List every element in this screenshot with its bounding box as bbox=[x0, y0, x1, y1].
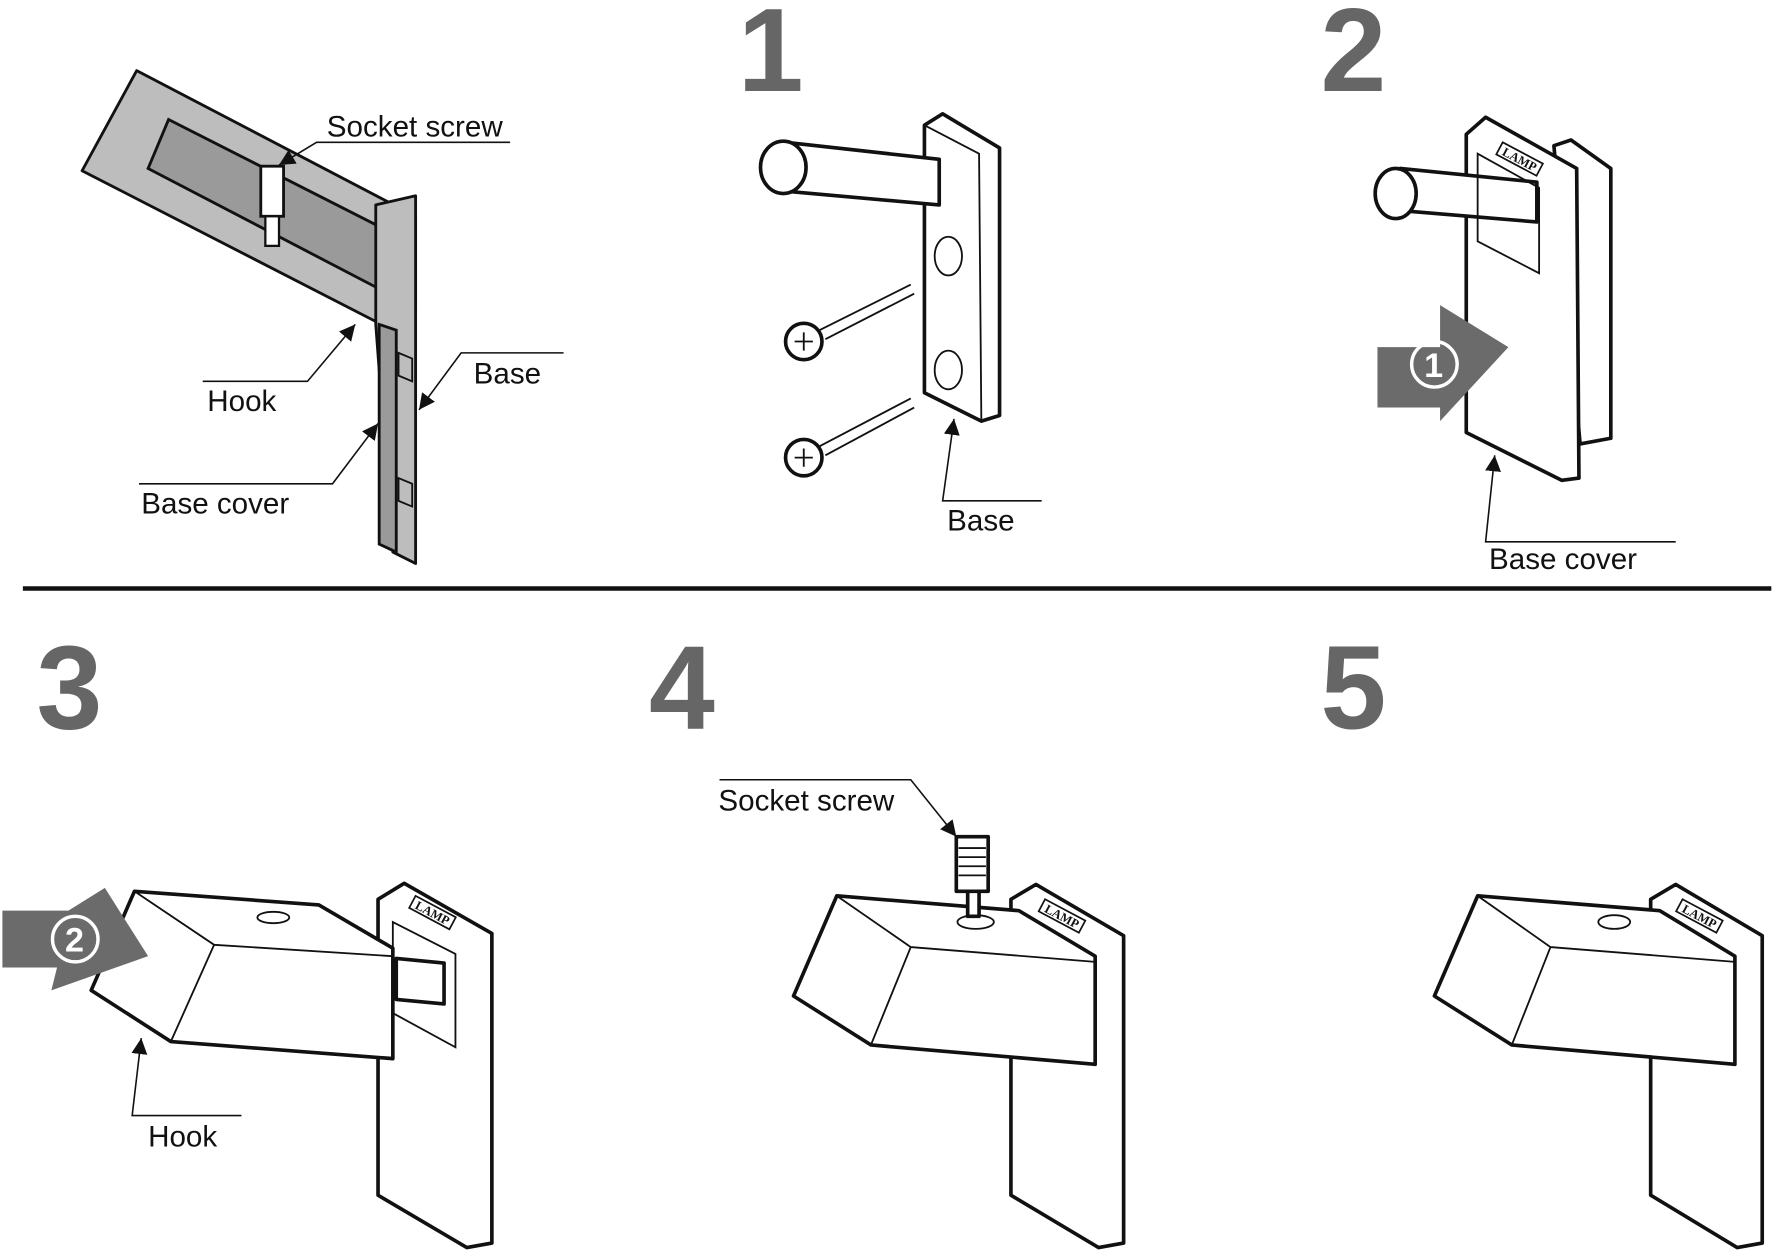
step-number-1: 1 bbox=[738, 0, 804, 117]
step-1-base-with-screws bbox=[758, 112, 1002, 478]
push-arrow-2 bbox=[2, 887, 149, 991]
cross-section-view bbox=[80, 69, 418, 565]
arrow-marker-2: 2 bbox=[65, 922, 84, 960]
label-socket-screw-step4: Socket screw bbox=[718, 784, 895, 817]
label-socket-screw-top: Socket screw bbox=[327, 111, 504, 144]
step-number-5: 5 bbox=[1321, 623, 1387, 755]
arrow-marker-1: 1 bbox=[1424, 347, 1443, 385]
step-2-base-cover: LAMP 1 bbox=[1373, 115, 1613, 483]
label-base-step1: Base bbox=[947, 504, 1014, 537]
label-hook-top: Hook bbox=[207, 385, 276, 418]
step-3-hook: LAMP 2 bbox=[2, 881, 494, 1250]
step-5-assembled: LAMP bbox=[1432, 882, 1765, 1250]
step-number-2: 2 bbox=[1321, 0, 1387, 117]
label-hook-step3: Hook bbox=[148, 1120, 217, 1153]
step-number-3: 3 bbox=[37, 623, 103, 755]
step-4-hook-and-screw: LAMP bbox=[791, 834, 1126, 1250]
label-base-cover-top: Base cover bbox=[141, 487, 289, 520]
push-arrow-1 bbox=[1377, 305, 1509, 422]
label-base-top: Base bbox=[474, 358, 541, 391]
label-base-cover-step2: Base cover bbox=[1489, 543, 1637, 576]
step-number-4: 4 bbox=[649, 623, 715, 755]
